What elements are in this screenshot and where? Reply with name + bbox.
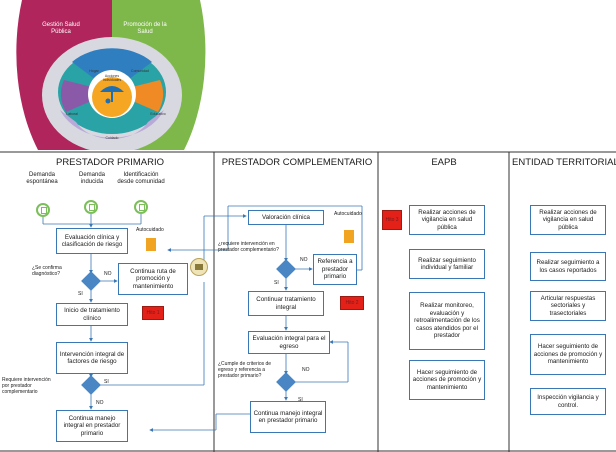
territorial-item-promocion[interactable]: Hacer seguimiento de acciones de promoci… xyxy=(530,334,606,375)
person-icon xyxy=(105,98,111,104)
umbrella-handle xyxy=(111,92,113,102)
question-egreso: ¿Cumple de criterios de egreso y referen… xyxy=(218,361,272,379)
autocuidado-icon-complementario xyxy=(344,230,354,243)
autocuidado-icon-primario xyxy=(146,238,156,251)
box-valoracion-clinica[interactable]: Valoración clínica xyxy=(248,210,324,225)
box-continua-primario[interactable]: Continua manejo integral en prestador pr… xyxy=(56,410,128,442)
wheel-right-label: Promoción de la Salud xyxy=(123,22,167,36)
lane-title-eapb: EAPB xyxy=(431,157,457,168)
start-label-inducida: Demanda inducida xyxy=(78,172,105,185)
wheel-bottom-label: Cuidado xyxy=(105,136,119,140)
no-label-intervencion: NO xyxy=(300,257,308,263)
wheel-center-label: Acciones Individuales xyxy=(102,74,122,82)
territorial-item-seguimiento[interactable]: Realizar seguimiento a los casos reporta… xyxy=(530,252,606,281)
territorial-item-articular[interactable]: Articular respuestas sectoriales y trase… xyxy=(530,291,606,321)
mail-icon xyxy=(195,264,203,270)
wheel-item-educativo: Educativo xyxy=(150,112,166,116)
start-label-comunidad: Identificación desde comunidad xyxy=(117,172,165,185)
box-intervencion-integral[interactable]: Intervención integral de factores de rie… xyxy=(56,342,128,374)
autocuidado-label-complementario: Autocuidado xyxy=(334,211,362,217)
wheel-graphic: Gestión Salud Pública Promoción de la Sa… xyxy=(0,0,220,150)
hito-2: Hito 2 xyxy=(340,296,364,310)
wheel-left-sector xyxy=(60,80,112,112)
wheel-item-laboral: Laboral xyxy=(66,112,78,116)
si-label-intervencion: SI xyxy=(274,280,279,286)
wheel-item-hogar: Hogar xyxy=(89,69,99,73)
decision-complementario[interactable] xyxy=(81,375,101,395)
eapb-item-promocion[interactable]: Hacer seguimiento de acciones de promoci… xyxy=(409,360,485,400)
box-continua-complementario[interactable]: Continua manejo integral en prestador pr… xyxy=(250,401,326,433)
no-label-complementario: NO xyxy=(96,400,104,406)
lane-title-territorial: ENTIDAD TERRITORIAL xyxy=(512,157,616,168)
decision-diagnostico[interactable] xyxy=(81,271,101,291)
no-label-egreso: NO xyxy=(302,367,310,373)
territorial-item-ivc[interactable]: Inspección vigilancia y control. xyxy=(530,388,606,415)
no-label-diagnostico: NO xyxy=(104,271,112,277)
hito-1: Hito 1 xyxy=(142,306,164,320)
umbrella-icon xyxy=(100,86,124,92)
question-complementario: Requiere intervención por prestador comp… xyxy=(2,377,51,395)
question-diagnostico: ¿Se confirma diagnóstico? xyxy=(32,265,62,277)
eapb-item-vigilancia[interactable]: Realizar acciones de vigilancia en salud… xyxy=(409,205,485,235)
box-referencia-primario[interactable]: Referencia a prestador primario xyxy=(313,254,357,285)
box-inicio-tratamiento[interactable]: Inicio de tratamiento clínico xyxy=(56,303,128,326)
start-label-espontanea: Demanda espontánea xyxy=(26,172,58,185)
autocuidado-label-primario: Autocuidado xyxy=(136,227,164,233)
wheel-left-label: Gestión Salud Pública xyxy=(42,22,80,36)
hito-3: Hito 3 xyxy=(382,210,402,230)
decision-intervencion[interactable] xyxy=(276,259,296,279)
territorial-item-vigilancia[interactable]: Realizar acciones de vigilancia en salud… xyxy=(530,205,606,235)
eapb-item-monitoreo[interactable]: Realizar monitoreo, evaluación y retroal… xyxy=(409,292,485,350)
lane-title-primario: PRESTADOR PRIMARIO xyxy=(55,157,165,168)
start-icon-comunidad xyxy=(134,200,148,214)
decision-egreso[interactable] xyxy=(276,372,296,392)
start-icon-inducida xyxy=(84,200,98,214)
wheel-svg xyxy=(16,0,206,150)
si-label-complementario: SI xyxy=(104,379,109,385)
si-label-diagnostico: SI xyxy=(78,291,83,297)
si-label-egreso: SI xyxy=(298,397,303,403)
question-intervencion: ¿requiere intervención en prestador comp… xyxy=(218,241,279,253)
box-continuar-tratamiento[interactable]: Continuar tratamiento integral xyxy=(248,291,324,316)
eapb-item-seguimiento[interactable]: Realizar seguimiento individual y famili… xyxy=(409,249,485,279)
box-ruta-promocion[interactable]: Continua ruta de promoción y mantenimien… xyxy=(118,263,188,295)
wheel-right-sector xyxy=(112,80,164,112)
start-icon-espontanea xyxy=(36,203,50,217)
box-evaluacion-clinica[interactable]: Evaluación clínica y clasificación de ri… xyxy=(56,228,128,254)
lane-title-complementario: PRESTADOR COMPLEMENTARIO xyxy=(221,157,373,168)
box-evaluacion-egreso[interactable]: Evaluación integral para el egreso xyxy=(248,331,330,354)
wheel-item-comunidad: Comunidad xyxy=(131,69,149,73)
